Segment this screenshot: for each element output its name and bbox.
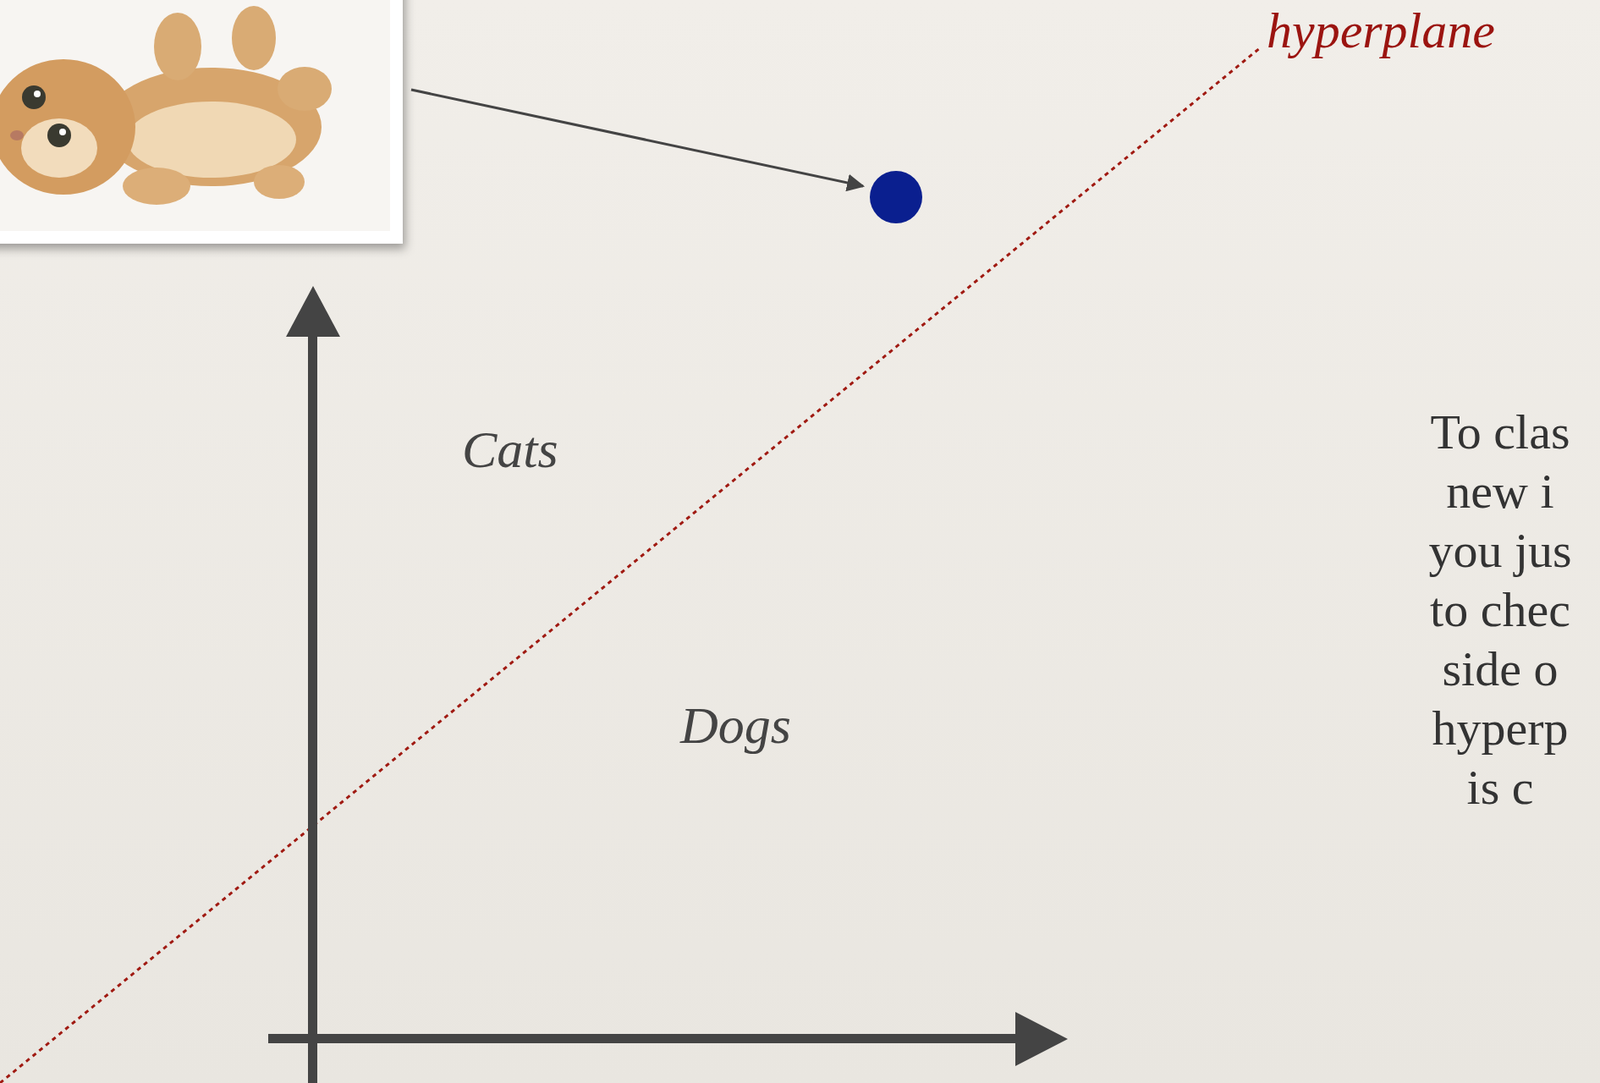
- body-text: To clas new i you jus to chec side o hyp…: [1428, 402, 1572, 818]
- class-label: Cats: [461, 419, 559, 480]
- pointer-arrow: [411, 89, 864, 187]
- axes: [268, 285, 1068, 1083]
- hyperplane-line: [0, 47, 1261, 1083]
- data-point: [869, 170, 923, 224]
- hyperplane-label: hyperplane: [1266, 1, 1496, 61]
- kitten-photo: [0, 0, 403, 244]
- class-label: Dogs: [680, 695, 792, 756]
